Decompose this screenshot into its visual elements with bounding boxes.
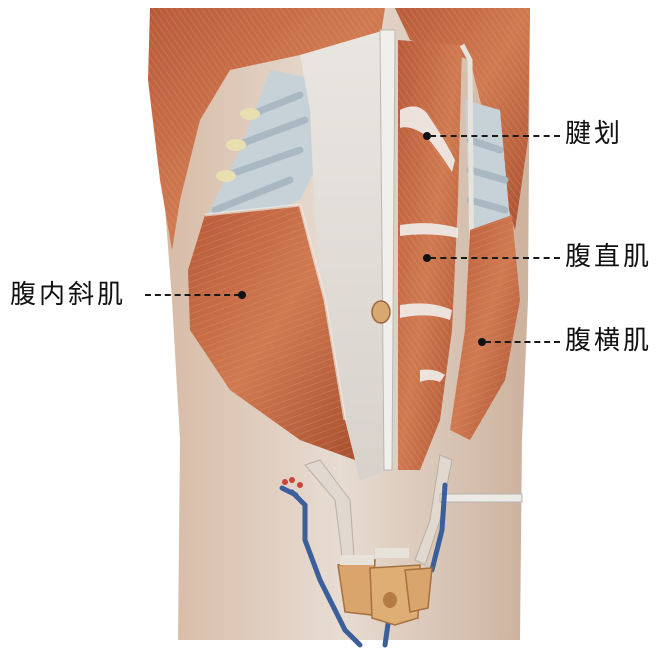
leader-line-internal-oblique	[145, 294, 240, 296]
pointer-dot-internal-oblique	[238, 291, 246, 299]
label-tendinous-intersection: 腱划	[565, 119, 624, 149]
label-internal-oblique: 腹内斜肌	[10, 280, 127, 310]
pointer-dot-rectus-abdominis	[423, 254, 431, 262]
label-transversus-abdominis: 腹横肌	[565, 326, 653, 356]
pointer-dot-transversus-abdominis	[478, 338, 486, 346]
pointer-dot-tendinous-intersection	[423, 132, 431, 140]
leader-line-tendinous-intersection	[430, 135, 560, 137]
label-rectus-abdominis: 腹直肌	[565, 242, 653, 272]
leader-line-transversus-abdominis	[485, 341, 560, 343]
leader-line-rectus-abdominis	[430, 257, 560, 259]
